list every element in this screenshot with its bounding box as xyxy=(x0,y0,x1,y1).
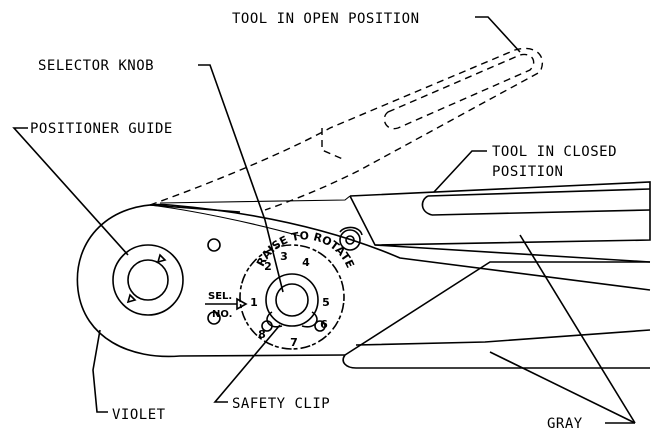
open-handle-outline xyxy=(149,47,543,211)
lower-handle xyxy=(342,261,651,369)
dial-number-2: 2 xyxy=(264,260,272,273)
dial-number-3: 3 xyxy=(280,250,288,263)
positioner-guide xyxy=(112,244,184,316)
screw xyxy=(207,238,221,252)
callout-positioner-guide: POSITIONER GUIDE xyxy=(12,121,173,256)
callout-violet: VIOLET xyxy=(92,329,166,423)
callout-tool-closed: TOOL IN CLOSED POSITION xyxy=(433,144,617,193)
callout-tool-open: TOOL IN OPEN POSITION xyxy=(232,11,521,53)
tool-head xyxy=(76,195,651,358)
dial-number-1: 1 xyxy=(250,296,258,309)
callout-selector-knob: SELECTOR KNOB xyxy=(38,58,284,293)
screw xyxy=(207,311,221,325)
closed-upper-handle xyxy=(349,181,651,263)
dial-number-4: 4 xyxy=(302,256,310,269)
label-violet: VIOLET xyxy=(112,407,166,423)
label-gray: GRAY xyxy=(547,416,583,432)
no-text: NO. xyxy=(212,309,232,320)
dial-number-6: 6 xyxy=(320,318,328,331)
label-selector-knob: SELECTOR KNOB xyxy=(38,58,154,74)
label-tool-closed-2: POSITION xyxy=(492,164,563,180)
callout-safety-clip: SAFETY CLIP xyxy=(213,324,330,412)
pivot xyxy=(339,229,361,251)
label-safety-clip: SAFETY CLIP xyxy=(232,396,330,412)
label-positioner-guide: POSITIONER GUIDE xyxy=(30,121,173,137)
sel-text: SEL. xyxy=(208,291,232,302)
label-tool-closed-1: TOOL IN CLOSED xyxy=(492,144,617,160)
selection-number-marker: SEL. NO. xyxy=(205,291,248,320)
dial-number-8: 8 xyxy=(258,328,266,341)
dial-number-7: 7 xyxy=(290,336,298,349)
callout-gray: GRAY xyxy=(489,234,636,432)
selector-knob xyxy=(265,273,319,327)
dial-number-5: 5 xyxy=(322,296,330,309)
label-tool-open: TOOL IN OPEN POSITION xyxy=(232,11,420,27)
